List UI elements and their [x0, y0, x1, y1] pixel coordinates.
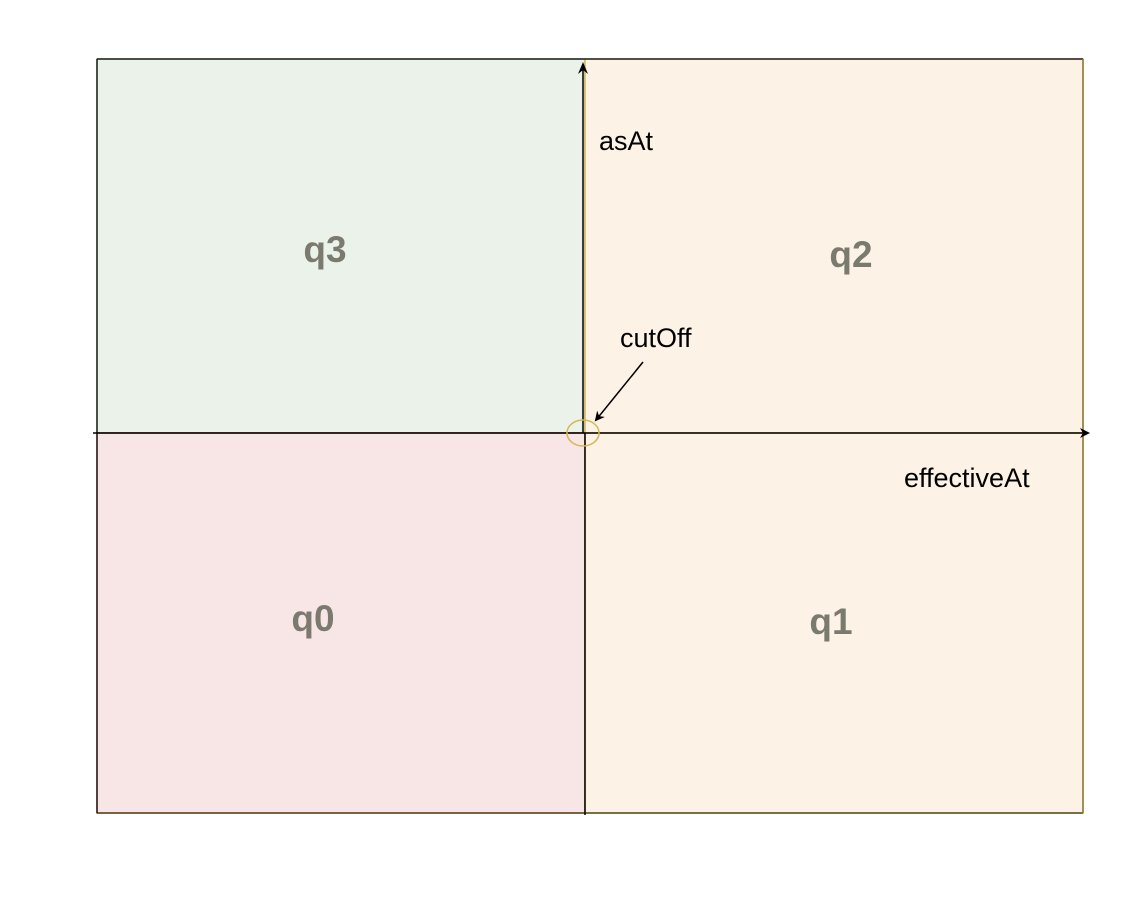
- cutoff-marker: [566, 419, 600, 447]
- quadrant-q3: [96, 58, 586, 434]
- quadrant-label-q2: q2: [829, 234, 872, 275]
- quadrant-label-q0: q0: [291, 598, 334, 639]
- effectiveat-axis-label: effectiveAt: [904, 463, 1030, 493]
- cutoff-pointer-arrow: [594, 361, 644, 422]
- quadrant-label-q1: q1: [809, 601, 852, 642]
- cutoff-label: cutOff: [620, 323, 692, 353]
- quadrant-q0: [96, 432, 586, 814]
- quadrant-q2: [584, 58, 1084, 434]
- asat-axis-label: asAt: [599, 126, 654, 156]
- quadrant-label-q3: q3: [303, 229, 346, 270]
